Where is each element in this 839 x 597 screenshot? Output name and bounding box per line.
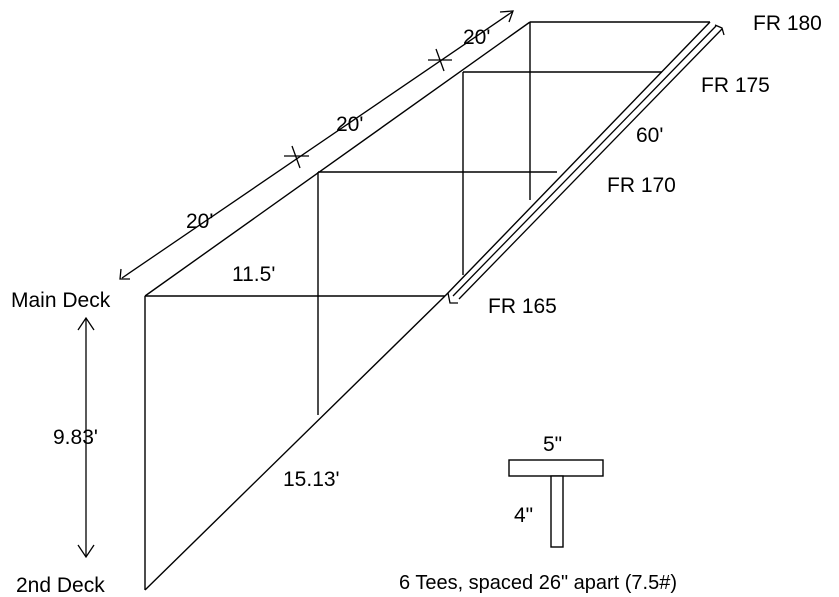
main-deck-label: Main Deck xyxy=(11,289,111,312)
fr180-label: FR 180 xyxy=(753,12,822,35)
length-dimension-60 xyxy=(447,24,725,304)
tee-note-label: 6 Tees, spaced 26" apart (7.5#) xyxy=(399,572,677,594)
tee-flange xyxy=(508,459,604,477)
dim-15-13-label: 15.13' xyxy=(283,468,340,491)
dim-11-5-label: 11.5' xyxy=(232,263,275,286)
height-dimension xyxy=(77,316,95,559)
length-dimension-arrowhead-end xyxy=(714,24,725,36)
tee-web xyxy=(550,475,564,548)
second-deck-diagonal xyxy=(144,295,446,591)
far-bottom-edge xyxy=(444,21,711,297)
tick-mark-2 xyxy=(435,48,445,72)
tee-height-label: 4" xyxy=(514,504,533,527)
top-dimension-arrowhead-start xyxy=(119,268,130,280)
fr170-label: FR 170 xyxy=(607,174,676,197)
second-deck-label: 2nd Deck xyxy=(16,574,105,597)
length-dimension-line-a xyxy=(452,25,717,297)
tank-structure xyxy=(144,21,711,591)
top-dimension-stroke xyxy=(121,11,513,279)
length-dimension-line-b xyxy=(458,28,723,300)
dim-20-mid-label: 20' xyxy=(336,113,363,136)
tee-section-icon xyxy=(508,459,604,548)
dim-9-83-label: 9.83' xyxy=(53,426,98,449)
fr165-label: FR 165 xyxy=(488,295,557,318)
tick-mark-1 xyxy=(291,145,301,169)
fr175-label: FR 175 xyxy=(701,74,770,97)
height-dimension-arrowhead-down xyxy=(77,544,95,559)
length-dimension-arrowhead-start xyxy=(447,292,458,304)
dim-60-label: 60' xyxy=(636,124,663,147)
dim-20-top-label: 20' xyxy=(463,26,490,49)
tee-width-label: 5" xyxy=(543,433,562,456)
top-dimension-line xyxy=(119,10,514,280)
top-dimension-arrowhead-end xyxy=(499,10,514,23)
main-deck-edge-top xyxy=(144,21,531,297)
dim-20-bot-label: 20' xyxy=(186,210,213,233)
height-dimension-arrowhead-up xyxy=(77,316,95,331)
